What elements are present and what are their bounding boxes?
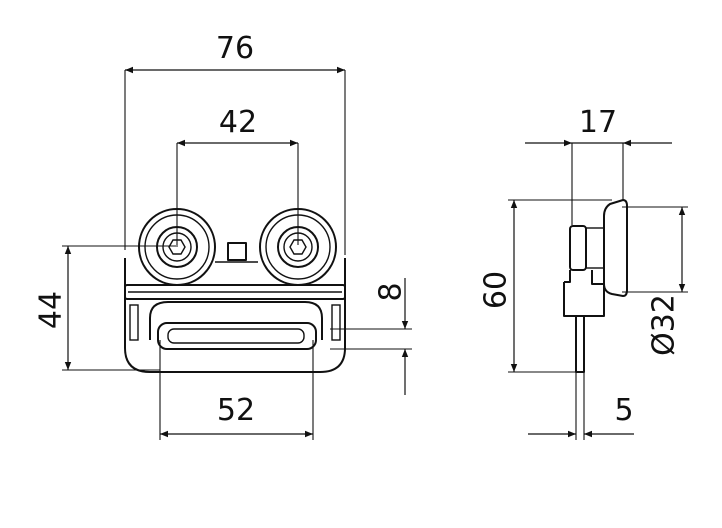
dimension-base-width: 52 xyxy=(159,340,314,440)
label-side-height: 60 xyxy=(479,271,514,309)
dimension-depth: 17 xyxy=(525,105,672,225)
side-view: 17 60 Ø32 5 xyxy=(479,105,688,440)
dimension-wheel-spacing: 42 xyxy=(176,105,299,245)
label-base-width: 52 xyxy=(217,393,255,428)
left-wheel xyxy=(138,208,216,286)
label-height: 44 xyxy=(34,291,69,329)
label-wheel-diameter: Ø32 xyxy=(647,294,682,356)
label-wheel-spacing: 42 xyxy=(219,105,257,140)
label-width-overall: 76 xyxy=(216,31,254,66)
dimension-height: 44 xyxy=(34,245,178,371)
front-view: 76 42 44 8 52 xyxy=(34,31,412,440)
dimension-bracket-thickness: 8 xyxy=(330,278,412,395)
dimension-wheel-diameter: Ø32 xyxy=(622,206,688,356)
right-wheel xyxy=(259,208,337,286)
trolley-front-outline xyxy=(124,242,346,373)
label-depth: 17 xyxy=(579,105,617,140)
label-plate-thickness: 5 xyxy=(614,393,633,428)
trolley-side-outline xyxy=(563,199,628,373)
label-bracket-thickness: 8 xyxy=(374,282,409,301)
dimension-side-height: 60 xyxy=(479,199,612,373)
dimension-width-overall: 76 xyxy=(124,31,346,255)
dimension-plate-thickness: 5 xyxy=(528,372,634,440)
